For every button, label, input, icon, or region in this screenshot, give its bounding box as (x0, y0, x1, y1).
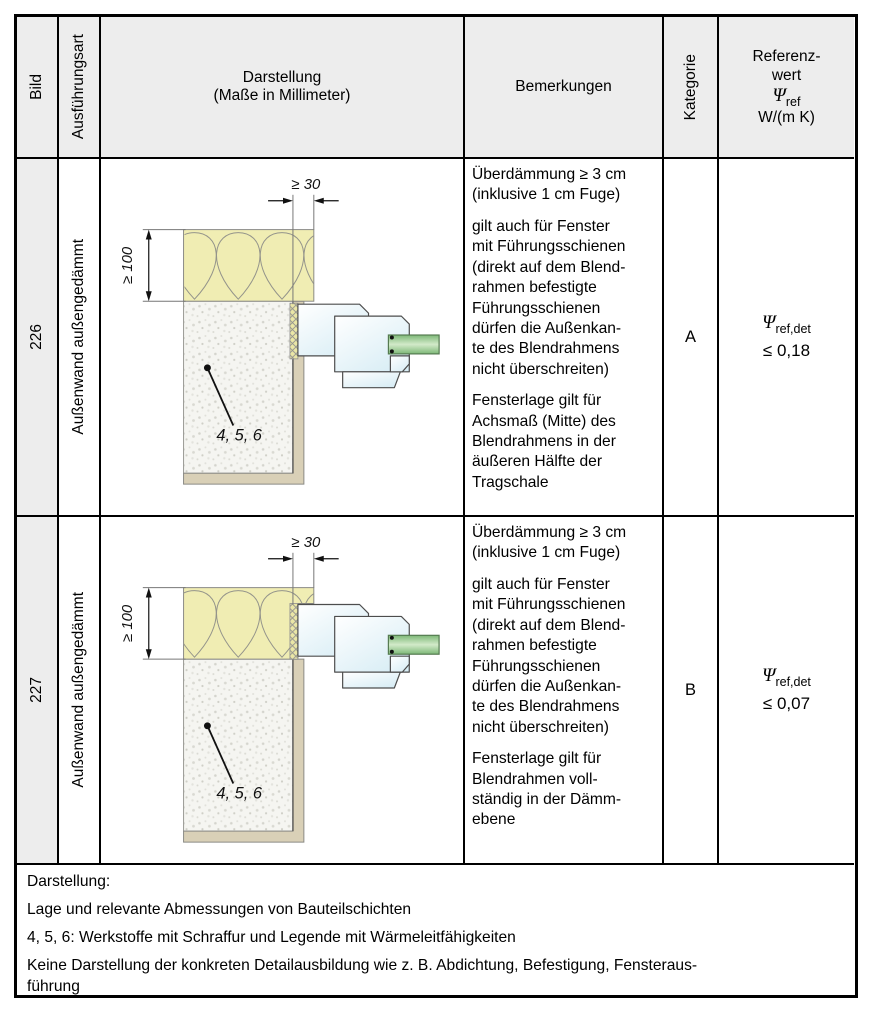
wall-section (183, 300, 294, 474)
category-value: B (684, 680, 696, 699)
reference-limit: ≤ 0,18 (762, 340, 811, 360)
header-ausfuehrungsart-label: Ausführungsart (70, 34, 87, 140)
footer-line: Lage und relevante Abmessungen von Baute… (27, 901, 412, 919)
svg-text:≥ 30: ≥ 30 (291, 177, 321, 193)
header-cell-darstellung: Darstellung (Maße in Millimeter) (101, 17, 465, 159)
joint-strip (289, 302, 299, 360)
row-227-bild-cell: 227 (17, 517, 59, 865)
table-footer-notes: Darstellung: Lage und relevante Abmessun… (17, 865, 854, 995)
svg-text:4, 5, 6: 4, 5, 6 (216, 784, 262, 802)
header-ref-line1: Referenz- (752, 47, 821, 65)
svg-text:4, 5, 6: 4, 5, 6 (216, 426, 262, 444)
window-frame (297, 303, 440, 389)
row-226-ausfuehrungsart-label: Außenwand außengedämmt (70, 239, 87, 435)
wall-section (183, 658, 294, 832)
row-226-ausfuehrungsart-cell: Außenwand außengedämmt (59, 159, 101, 517)
header-bild-label: Bild (28, 74, 45, 100)
psi-symbol: Ψref,det (762, 312, 811, 337)
header-cell-referenzwert: Referenz- wert Ψref W/(m K) (719, 17, 854, 159)
header-ref-unit: W/(m K) (758, 108, 815, 126)
detail-drawing-227: ≥ 100 ≥ 30 4, 5, 6 (120, 535, 440, 843)
window-frame (297, 603, 440, 689)
row-227-referenzwert-cell: Ψref,det ≤ 0,07 (719, 517, 854, 865)
psi-symbol: Ψref,det (762, 665, 811, 690)
dimension-30: ≥ 30 (268, 535, 339, 605)
remark-paragraph: Überdämmung ≥ 3 cm (inklusive 1 cm Fuge) (472, 166, 627, 204)
footer-line: Keine Darstellung der konkreten Detailau… (27, 957, 698, 995)
remark-paragraph: gilt auch für Fenster mit Führungsschien… (472, 217, 626, 378)
category-value: A (684, 327, 696, 346)
row-227-drawing-cell: ≥ 100 ≥ 30 4, 5, 6 (101, 517, 465, 865)
row-227-bild-number: 227 (28, 677, 45, 703)
row-226-drawing-cell: ≥ 100 ≥ 30 4, 5, 6 (101, 159, 465, 517)
remark-paragraph: Fensterlage gilt für Achsmaß (Mitte) des… (472, 392, 616, 491)
header-cell-kategorie: Kategorie (664, 17, 719, 159)
row-226-bild-cell: 226 (17, 159, 59, 517)
header-cell-ausfuehrungsart: Ausführungsart (59, 17, 101, 159)
dimension-100: ≥ 100 (120, 587, 186, 660)
header-kategorie-label: Kategorie (681, 53, 699, 121)
header-bemerkungen-label: Bemerkungen (515, 78, 612, 95)
reference-limit: ≤ 0,07 (762, 693, 811, 713)
row-227-bemerkungen-cell: Überdämmung ≥ 3 cm (inklusive 1 cm Fuge)… (465, 517, 664, 865)
remark-paragraph: gilt auch für Fenster mit Führungsschien… (472, 575, 626, 736)
row-226-kategorie-cell: A (664, 159, 719, 517)
row-227-kategorie-cell: B (664, 517, 719, 865)
insulation-hatch (184, 232, 314, 300)
insulation-layer (183, 229, 315, 302)
row-227-ausfuehrungsart-label: Außenwand außengedämmt (70, 592, 87, 788)
dimension-100: ≥ 100 (120, 229, 186, 302)
thermal-bridge-table: Bild Ausführungsart Darstellung (Maße in… (14, 14, 858, 998)
header-cell-bild: Bild (17, 17, 59, 159)
remark-paragraph: Überdämmung ≥ 3 cm (inklusive 1 cm Fuge) (472, 524, 627, 562)
svg-text:≥ 100: ≥ 100 (120, 246, 136, 284)
svg-text:≥ 30: ≥ 30 (291, 535, 321, 551)
dimension-30: ≥ 30 (268, 177, 339, 305)
row-226-referenzwert-cell: Ψref,det ≤ 0,18 (719, 159, 854, 517)
row-227-ausfuehrungsart-cell: Außenwand außengedämmt (59, 517, 101, 865)
material-leader: 4, 5, 6 (203, 364, 263, 444)
material-leader: 4, 5, 6 (203, 722, 263, 802)
remark-paragraph: Fensterlage gilt für Blendrahmen voll- s… (472, 750, 622, 829)
header-psi-symbol: Ψref (772, 84, 801, 109)
header-darstellung-label: Darstellung (Maße in Millimeter) (213, 69, 351, 104)
header-ref-line2: wert (771, 67, 802, 85)
header-cell-bemerkungen: Bemerkungen (465, 17, 664, 159)
row-226-bemerkungen-cell: Überdämmung ≥ 3 cm (inklusive 1 cm Fuge)… (465, 159, 664, 517)
footer-line: Darstellung: (27, 873, 111, 890)
joint-strip (289, 603, 299, 660)
footer-line: 4, 5, 6: Werkstoffe mit Schraffur und Le… (27, 929, 516, 947)
detail-drawing-226: ≥ 100 ≥ 30 4, 5, 6 (120, 177, 440, 485)
svg-text:≥ 100: ≥ 100 (120, 604, 136, 642)
row-226-bild-number: 226 (28, 324, 45, 350)
